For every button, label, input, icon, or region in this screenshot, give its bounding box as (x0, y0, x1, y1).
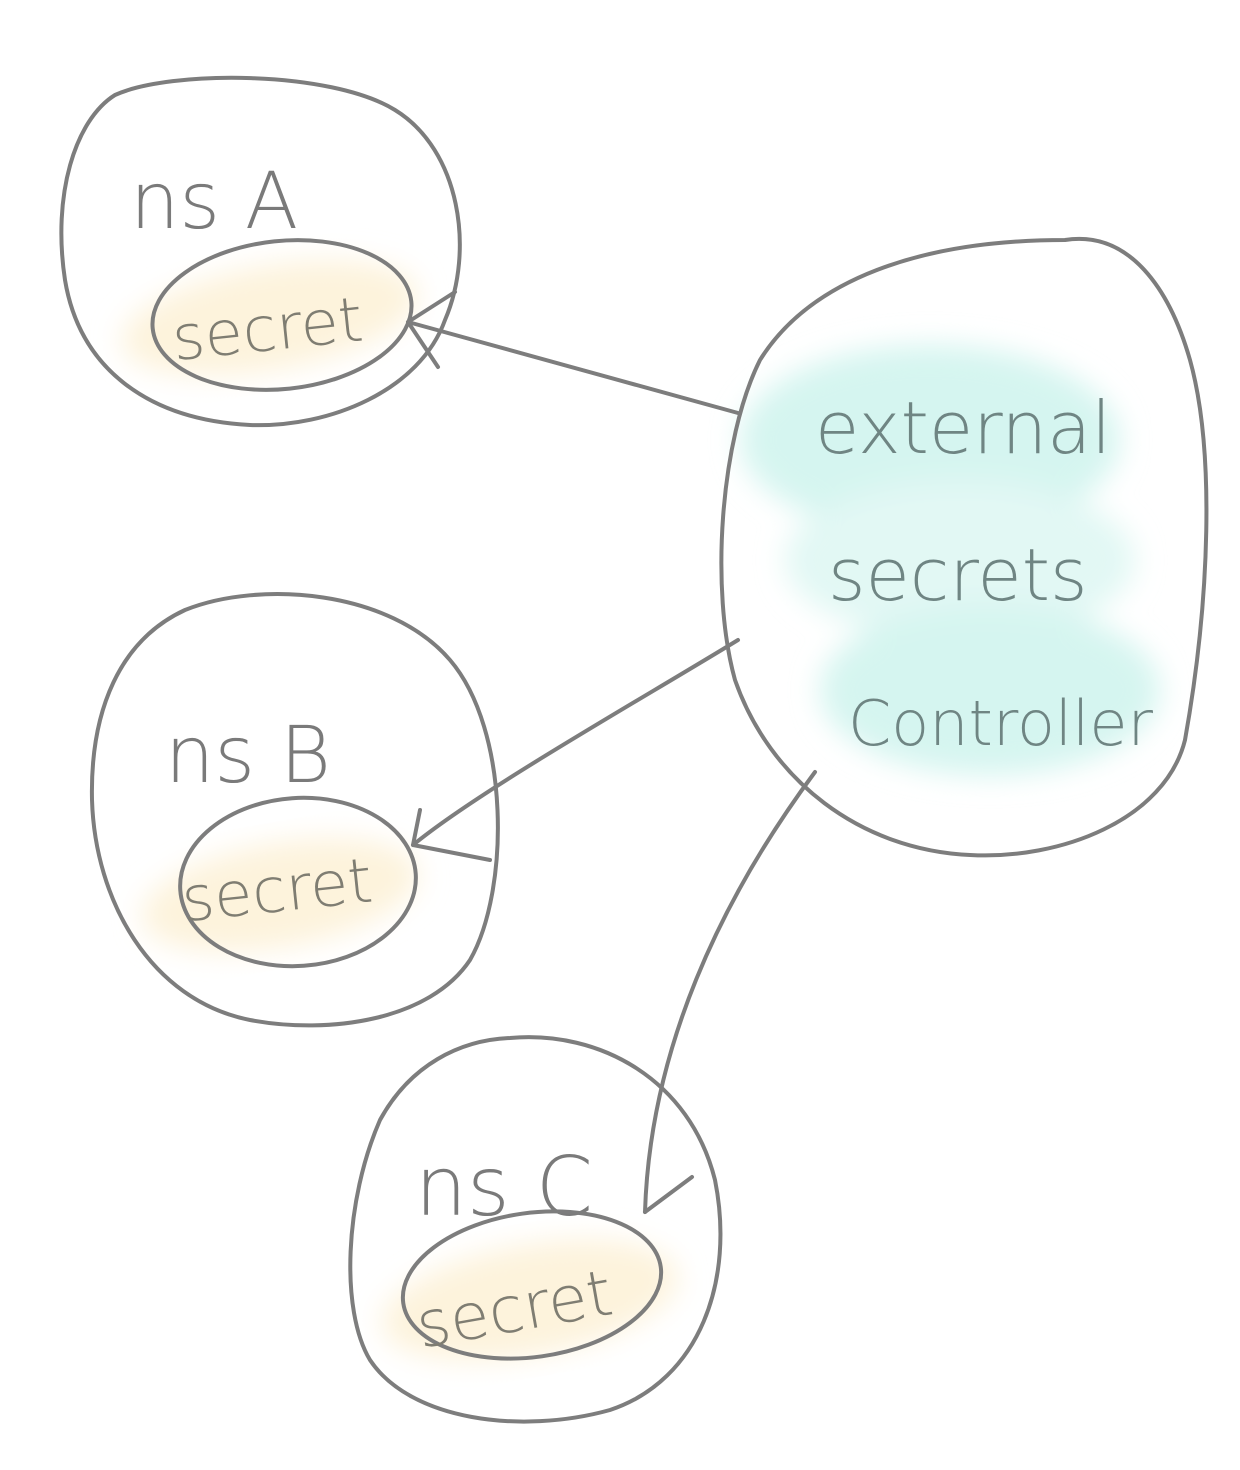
secret-c-highlight (381, 1239, 679, 1361)
namespace-b: ns B secret (89, 592, 500, 1028)
arrowhead-a-icon (406, 290, 457, 369)
namespace-c: ns C secret (348, 1035, 723, 1424)
namespace-b-label: ns B (165, 711, 331, 801)
controller-highlight (740, 345, 1160, 775)
controller-label-line3: Controller (848, 687, 1153, 760)
secret-a-ellipse (150, 238, 414, 392)
arrowhead-c-icon (643, 1175, 694, 1214)
namespace-a-label: ns A (130, 157, 298, 247)
arrowhead-b-icon (411, 808, 492, 862)
namespace-c-label: ns C (415, 1140, 593, 1235)
edge-controller-to-c (643, 770, 817, 1214)
external-secrets-controller: external secrets Controller (719, 236, 1209, 858)
controller-label-line2: secrets (828, 533, 1087, 617)
secret-b-highlight (141, 838, 419, 952)
namespace-a: ns A secret (59, 75, 462, 428)
secret-c-ellipse (400, 1209, 664, 1361)
secret-b-ellipse (178, 795, 418, 969)
edge-controller-to-a (406, 290, 740, 415)
secret-a-highlight (122, 260, 418, 376)
controller-label-line1: external (815, 386, 1111, 470)
edge-controller-to-b (411, 638, 740, 862)
